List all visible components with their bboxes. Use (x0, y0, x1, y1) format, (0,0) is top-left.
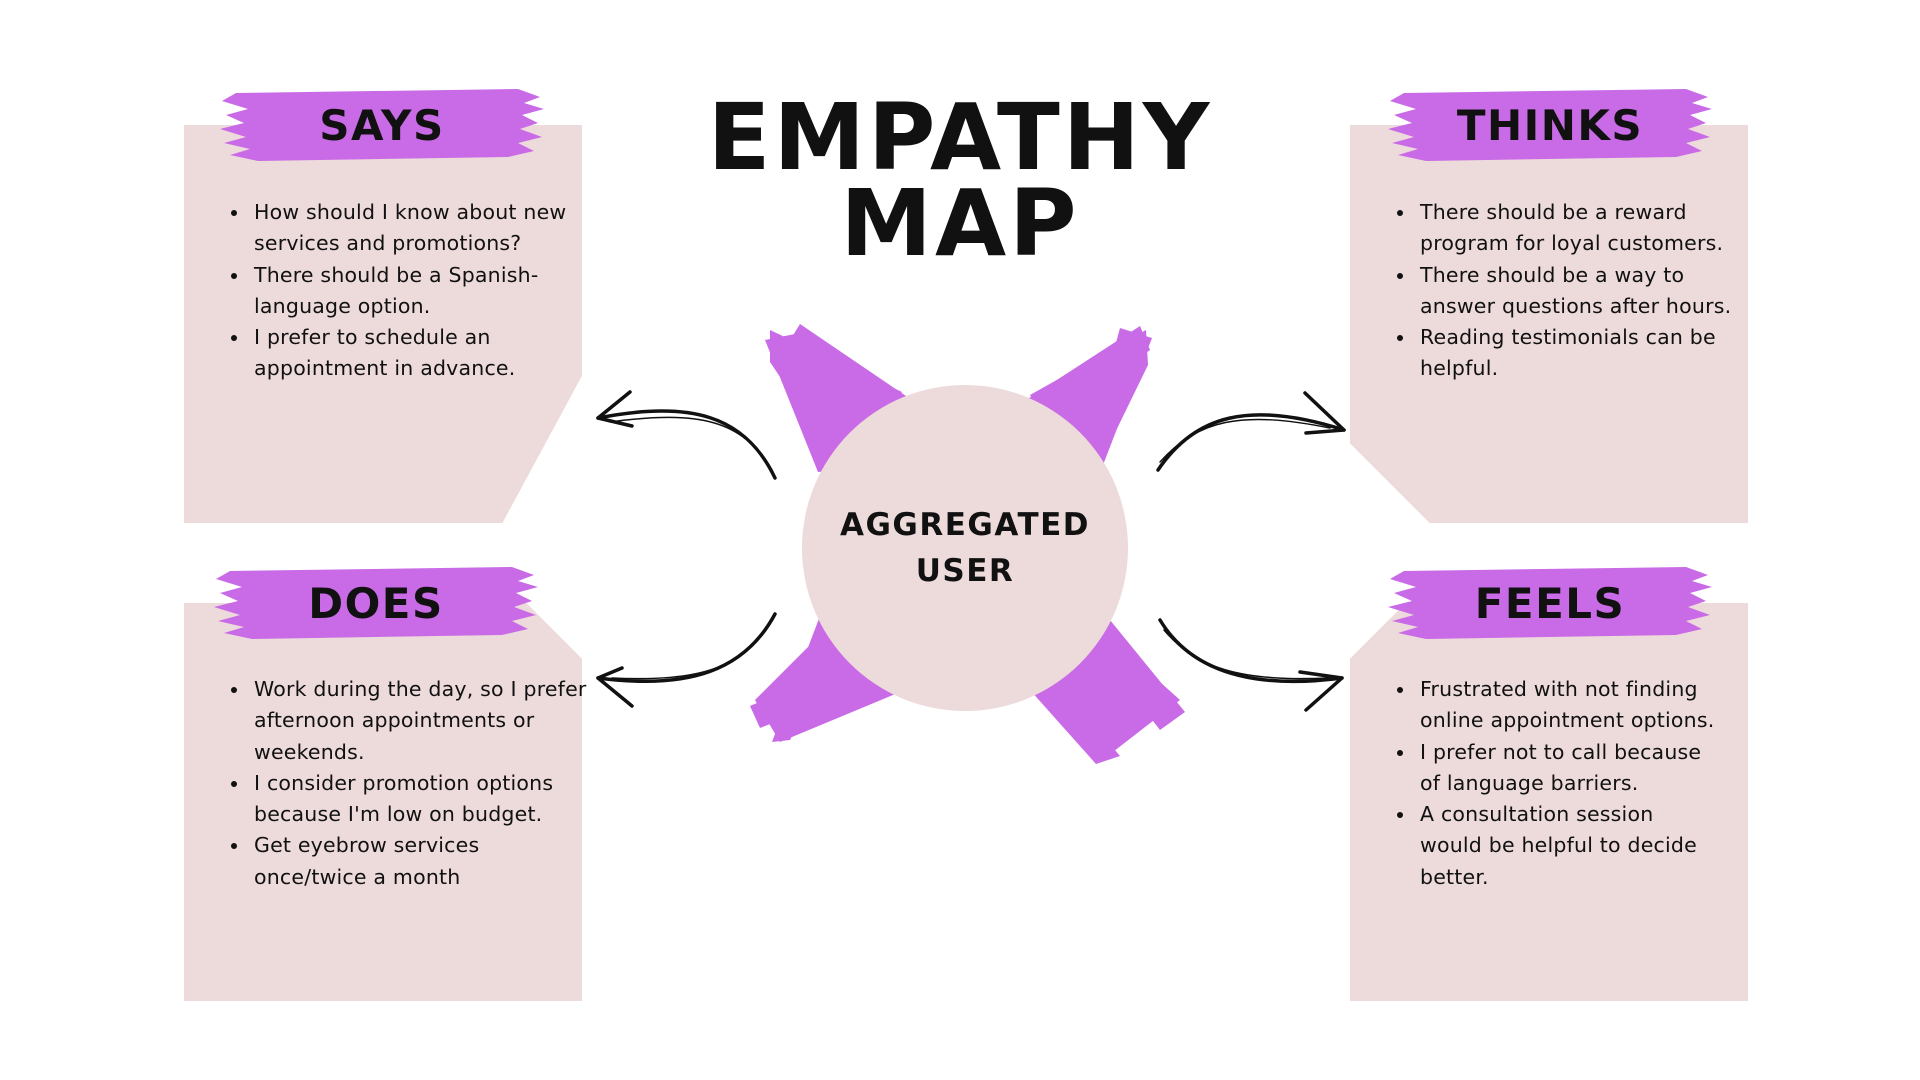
center-label-line-2: USER (915, 553, 1015, 589)
title-line-1: EMPATHY (707, 84, 1213, 191)
arrow-to-does (596, 612, 777, 708)
arrow-to-says (596, 390, 777, 480)
brush-stroke-top-right (1026, 326, 1152, 480)
does-list: Work during the day, so I prefer afterno… (230, 674, 590, 893)
thinks-heading: THINKS (1386, 85, 1714, 165)
thinks-item-2: There should be a way to answer question… (1416, 260, 1761, 323)
says-card (184, 125, 582, 523)
brush-stroke-does (214, 567, 538, 639)
thinks-item-3: Reading testimonials can be helpful. (1416, 322, 1761, 385)
brush-stroke-feels (1388, 567, 1712, 639)
feels-list: Frustrated with not finding online appoi… (1396, 674, 1716, 893)
feels-card (1350, 603, 1748, 1001)
page-title: EMPATHY MAP (660, 84, 1260, 277)
says-item-1: How should I know about new services and… (250, 197, 600, 260)
arrows (596, 390, 1346, 712)
says-list: How should I know about new services and… (230, 197, 600, 385)
feels-heading-text: FEELS (1474, 578, 1626, 628)
feels-item-2: I prefer not to call because of language… (1416, 737, 1716, 800)
feels-heading: FEELS (1386, 563, 1714, 643)
does-item-3: Get eyebrow services once/twice a month (250, 830, 590, 893)
feels-item-3: A consultation session would be helpful … (1416, 799, 1716, 893)
does-heading-text: DOES (308, 578, 444, 628)
says-item-2: There should be a Spanish-language optio… (250, 260, 600, 323)
does-item-1: Work during the day, so I prefer afterno… (250, 674, 590, 768)
thinks-item-1: There should be a reward program for loy… (1416, 197, 1761, 260)
brush-stroke-says (220, 89, 544, 161)
says-heading: SAYS (218, 85, 546, 165)
thinks-list: There should be a reward program for loy… (1396, 197, 1761, 385)
thinks-card (1350, 125, 1748, 523)
title-line-2: MAP (840, 170, 1080, 277)
arrow-to-feels (1158, 618, 1344, 712)
brush-stroke-thinks (1388, 89, 1712, 161)
does-item-2: I consider promotion options because I'm… (250, 768, 590, 831)
does-card (184, 603, 582, 1001)
thinks-heading-text: THINKS (1456, 100, 1644, 150)
aggregated-user-circle: AGGREGATED USER (802, 385, 1128, 711)
does-heading: DOES (212, 563, 540, 643)
feels-item-1: Frustrated with not finding online appoi… (1416, 674, 1716, 737)
says-item-3: I prefer to schedule an appointment in a… (250, 322, 600, 385)
arrow-to-thinks (1156, 391, 1346, 472)
center-label-line-1: AGGREGATED (839, 507, 1090, 543)
says-heading-text: SAYS (319, 100, 445, 150)
